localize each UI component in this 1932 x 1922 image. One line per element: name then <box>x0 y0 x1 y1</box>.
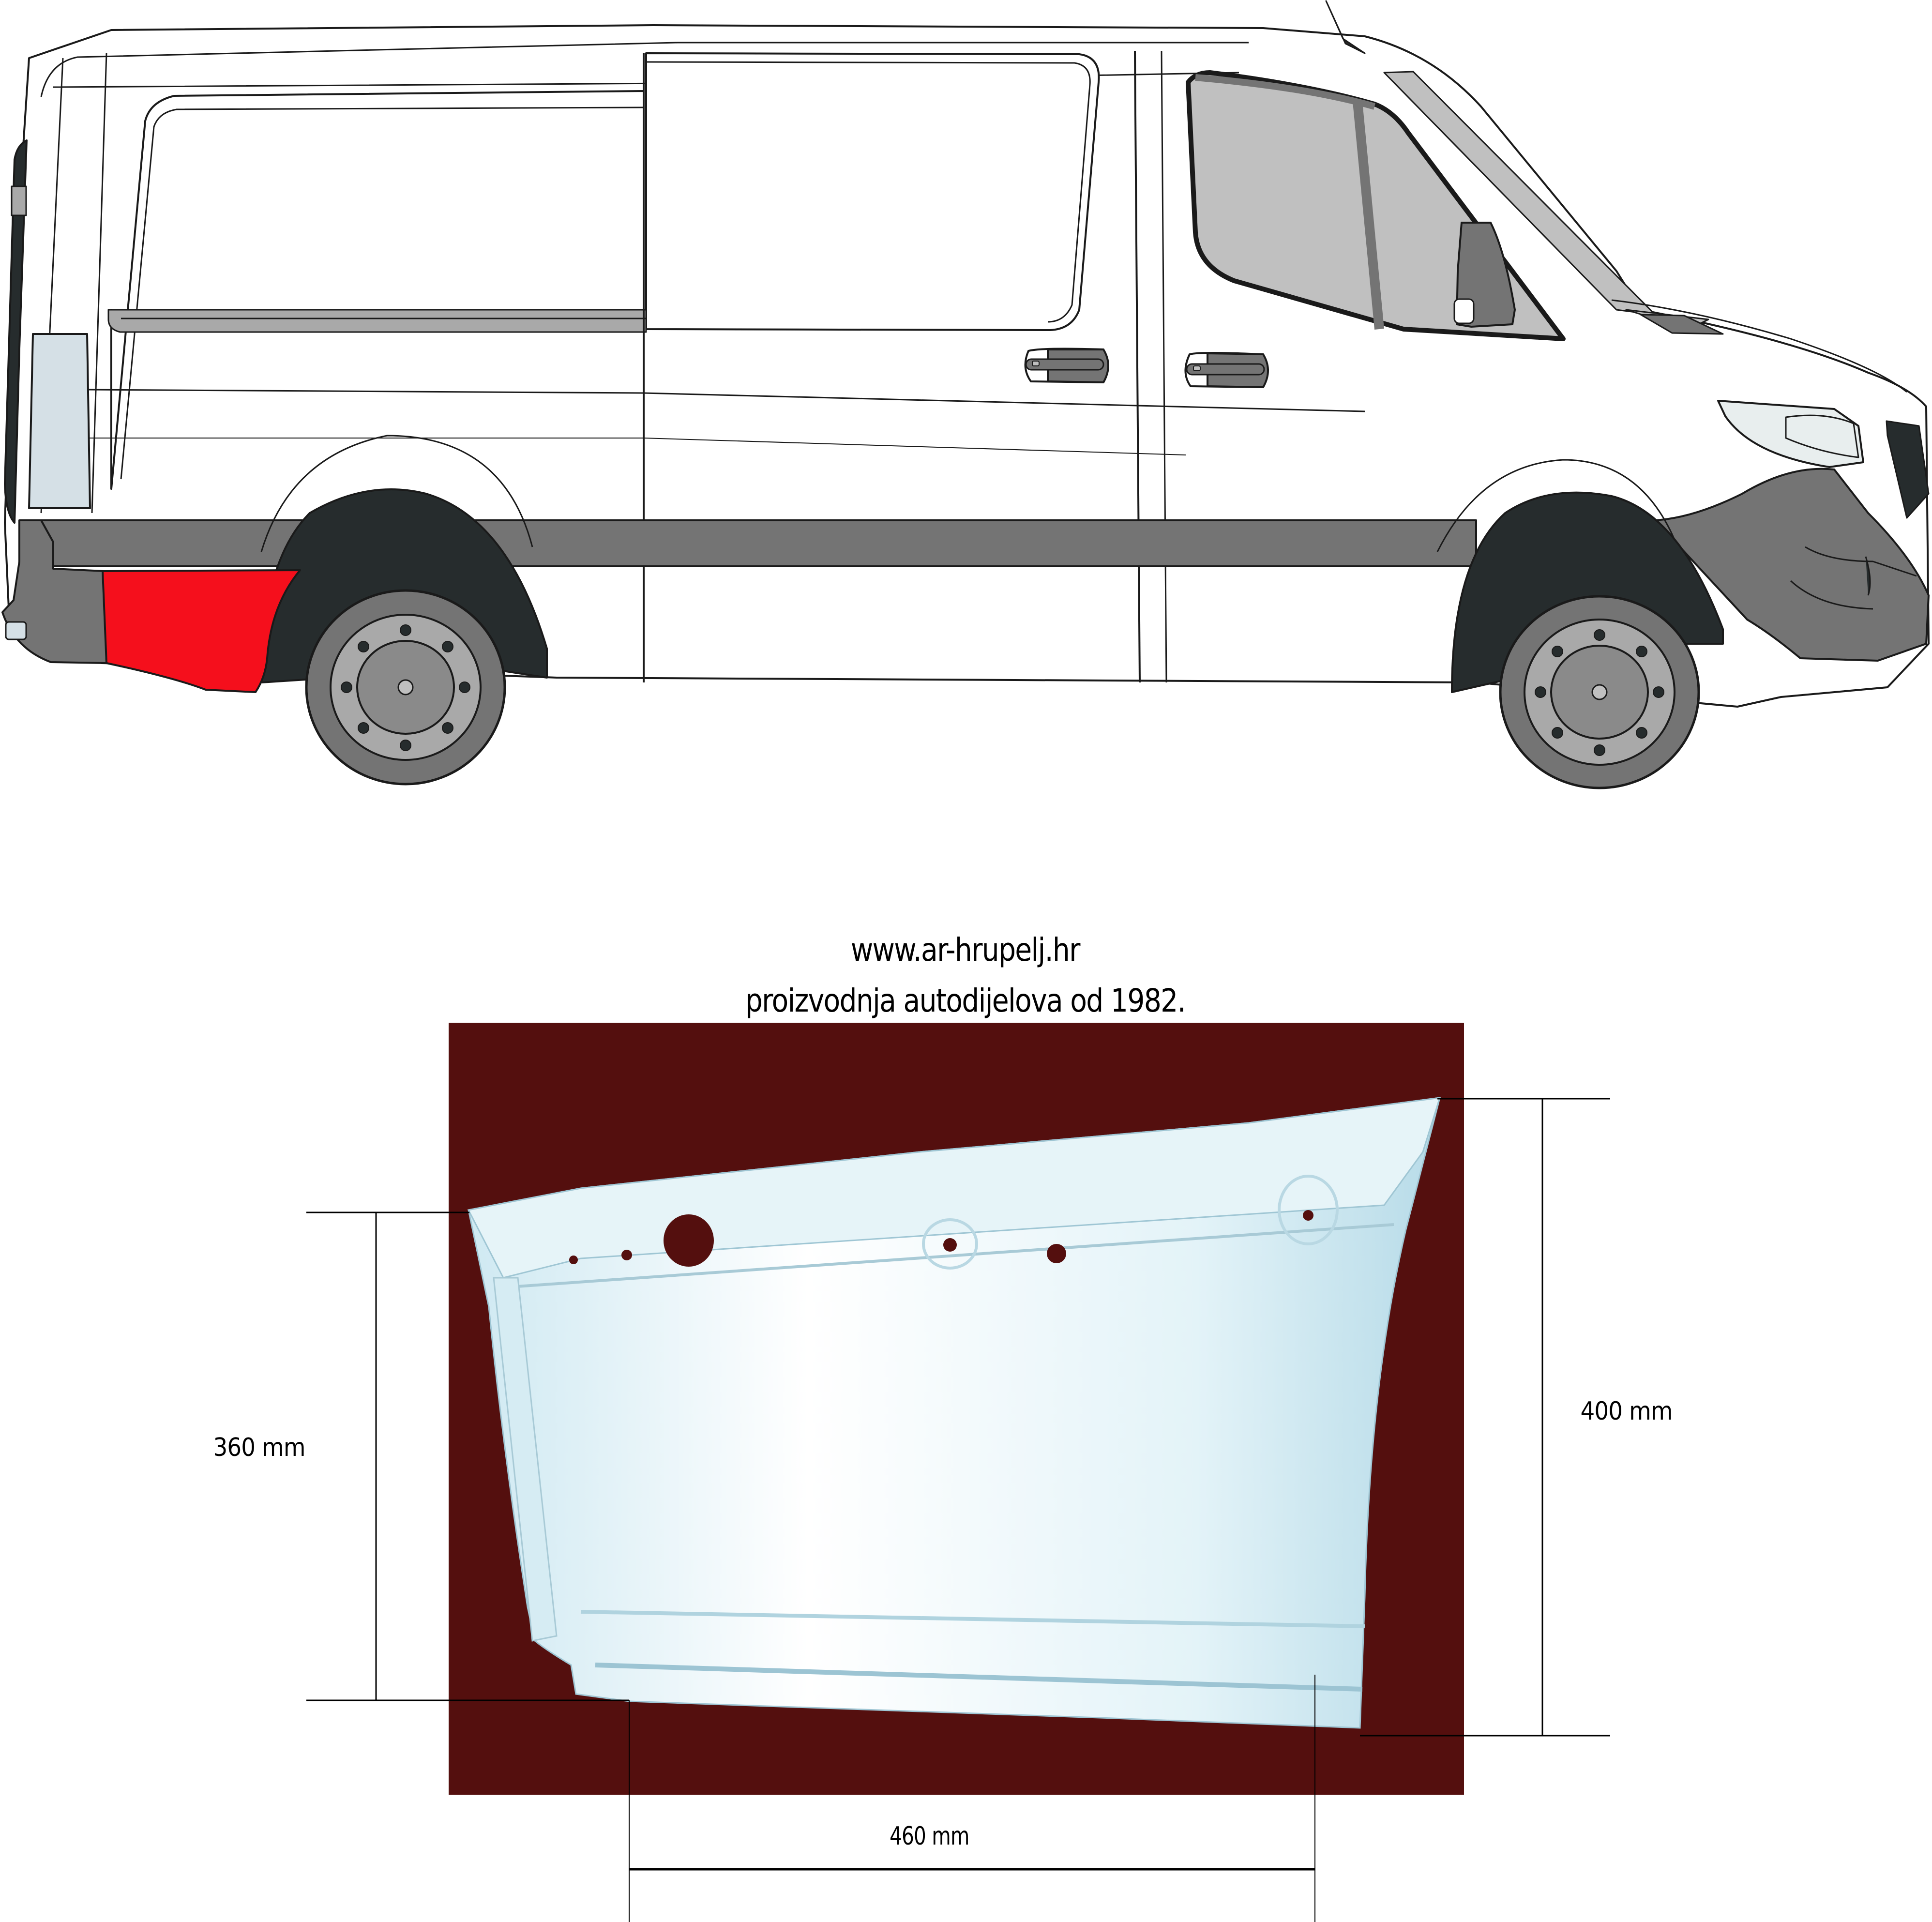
rear-wheel <box>305 589 506 786</box>
panel-body <box>468 1097 1441 1729</box>
company-website: www.ar-hrupelj.hr <box>850 931 1081 969</box>
sliding-door-handle <box>1024 348 1109 383</box>
antenna <box>1325 0 1366 54</box>
sliding-door-window <box>645 52 1100 331</box>
lower-trim-band <box>40 519 1477 567</box>
dimension-height-left-label: 360 mm <box>213 1433 306 1462</box>
hood-vent <box>1640 314 1724 335</box>
dimension-lines <box>306 1098 1610 1922</box>
highlighted-rear-arch-panel <box>102 569 301 693</box>
company-tagline: proizvodnja autodijelova od 1982. <box>745 982 1186 1019</box>
window-sill-strip <box>107 309 647 333</box>
front-grille <box>1886 420 1930 519</box>
rear-seal <box>4 139 28 524</box>
dimension-height-right-label: 400 mm <box>1580 1397 1673 1426</box>
front-bumper <box>1654 468 1930 662</box>
front-wheel <box>1499 595 1700 789</box>
cab-door-handle <box>1184 352 1269 388</box>
replacement-panel-photo <box>467 1097 1441 1729</box>
rear-door-latch <box>11 185 27 216</box>
dimension-width-label: 460 mm <box>890 1822 969 1851</box>
rear-light <box>28 333 91 509</box>
panel-holes <box>569 1210 1313 1267</box>
van-side-view <box>1 0 1930 789</box>
